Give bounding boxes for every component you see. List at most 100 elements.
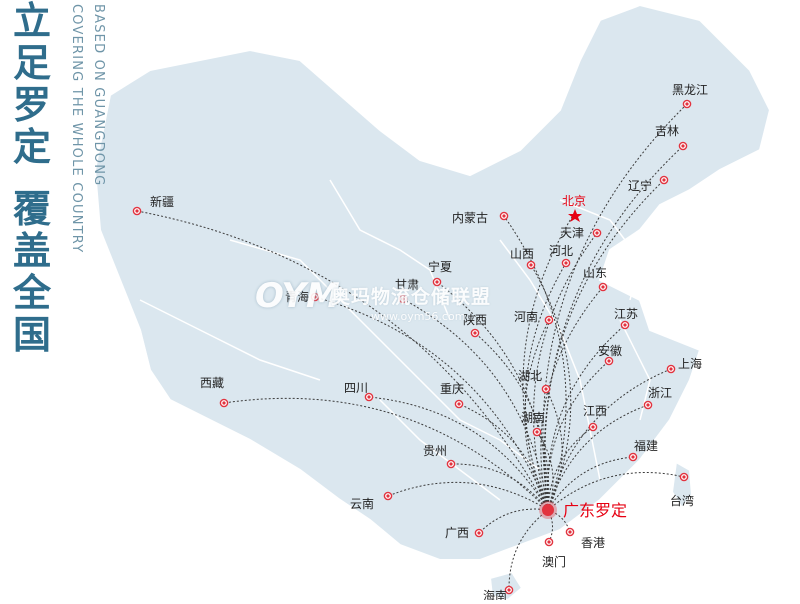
location-pin-icon [310,292,320,302]
city-label: 山东 [583,266,607,280]
location-pin-icon [588,422,598,432]
route-line [525,262,567,511]
slogan-english-line2: COVERING THE WHOLE COUNTRY [69,4,84,254]
city-label: 福建 [634,438,658,453]
hainan-island [488,570,524,602]
location-pin-icon [666,364,676,374]
city-label: 陕西 [463,312,487,327]
watermark-url: www.oym56.com [371,310,466,323]
location-pin-icon [474,528,484,538]
location-pin-icon [532,427,542,437]
location-pin-icon [398,294,408,304]
city-label: 内蒙古 [452,210,488,225]
slogan-char: 定 [12,125,51,169]
city-label: 新疆 [150,194,174,209]
location-pin-icon [679,472,689,482]
city-label: 西藏 [200,376,224,390]
route-line [478,508,549,534]
location-pin-icon [620,320,630,330]
city-label: 四川 [344,381,368,395]
city-label: 江苏 [614,307,638,321]
location-pin-icon [592,228,602,238]
route-line [436,281,549,511]
route-line [474,332,550,511]
city-label: 上海 [678,356,702,371]
location-pin-icon [682,99,692,109]
route-line [536,431,554,511]
city-label: 湖北 [518,368,542,383]
city-markers [132,99,692,595]
city-label: 云南 [350,496,374,511]
route-line [450,463,549,511]
slogan-char: 盖 [12,229,51,273]
slogan-english-line1: BASED ON GUANGDONG [91,4,106,187]
route-line [533,232,598,511]
location-pin-icon [561,258,571,268]
route-line [503,215,567,511]
city-label: 浙江 [648,386,672,400]
location-pin-icon [526,260,536,270]
route-line [522,211,576,511]
city-label: 天津 [560,226,584,240]
location-pin-icon [643,400,653,410]
location-pin-icon [604,356,614,366]
origin-label: 广东罗定 [563,501,627,520]
route-lines [136,103,688,591]
city-label: 河北 [549,244,573,258]
route-line [368,396,549,511]
location-pin-icon [470,328,480,338]
city-label: 黑龙江 [672,83,708,97]
city-label: 宁夏 [428,259,452,274]
city-label: 海南 [483,588,507,600]
city-label: 安徽 [598,343,622,358]
city-label: 甘肃 [395,278,419,292]
route-line [136,210,549,511]
route-line [508,509,549,591]
city-label: 河南 [514,309,538,324]
slogan-char: 立 [12,0,51,43]
route-line [546,360,610,511]
location-pin-icon [598,282,608,292]
location-pin-icon [383,491,393,501]
location-pin-icon [565,527,575,537]
location-pin-icon [364,392,374,402]
route-line [458,403,549,511]
slogan-char: 覆 [12,187,51,231]
city-label: 辽宁 [628,178,652,193]
route-line [547,404,649,511]
city-label: 重庆 [440,382,464,396]
city-label: 吉林 [655,124,679,138]
route-line [543,179,665,511]
location-pin-icon [132,206,142,216]
city-label: 青海 [285,289,309,304]
route-line [547,456,634,511]
watermark-logo: OYM [255,276,340,316]
location-pin-icon [504,585,514,595]
slogan-chinese-line2: 覆 盖 全 国 [8,188,56,356]
location-pin-icon [678,141,688,151]
taiwan-island [670,460,694,510]
origin-dot-icon [539,501,557,519]
city-label: 湖南 [521,410,545,425]
route-line [547,426,594,511]
china-outline [93,3,772,561]
location-pin-icon [432,277,442,287]
watermark: OYM 奥玛物流仓储联盟 www.oym56.com [255,268,555,328]
watermark-name: 奥玛物流仓储联盟 [331,286,492,308]
city-label: 北京 [562,194,586,208]
location-pin-icon [219,398,229,408]
province-borders [139,179,651,501]
city-label: 香港 [581,536,605,550]
city-label: 贵州 [423,444,447,458]
location-pin-icon [499,211,509,221]
city-label: 广西 [445,526,469,540]
city-label: 山西 [510,247,534,261]
location-pin-icon [628,452,638,462]
star-icon [568,209,582,222]
route-line [402,298,549,511]
city-label: 江西 [583,404,607,418]
location-pin-icon [454,399,464,409]
slogan-char: 罗 [12,83,51,127]
